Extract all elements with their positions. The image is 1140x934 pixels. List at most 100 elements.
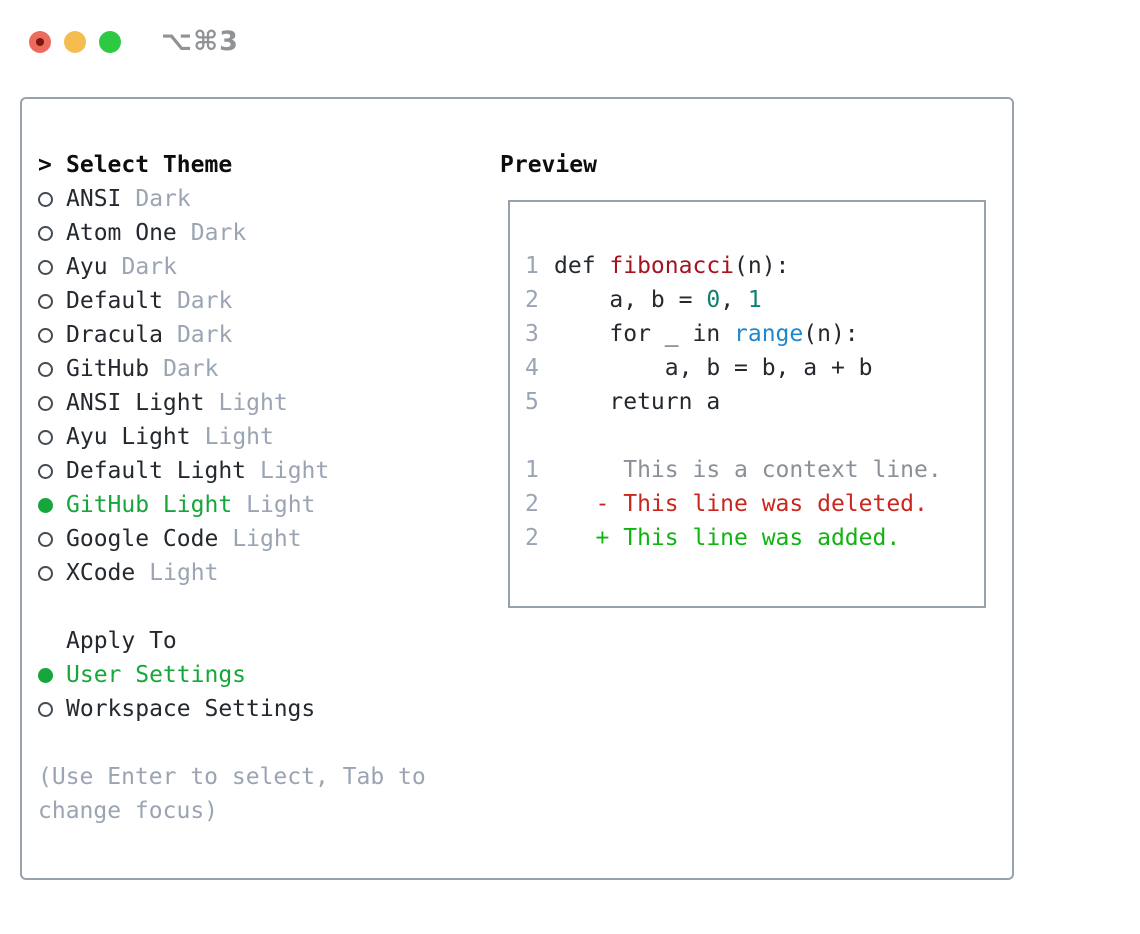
code-segment-code: a, b = b, a + b: [554, 355, 873, 381]
maximize-button[interactable]: [99, 30, 121, 53]
code-line: 2 - This line was deleted.: [525, 487, 984, 521]
theme-option[interactable]: Google Code Light: [38, 522, 426, 556]
radio-icon: [38, 429, 66, 445]
radio-icon: [38, 259, 66, 275]
theme-name: ANSI: [66, 186, 122, 212]
spacer: [38, 590, 426, 624]
theme-variant: Light: [218, 390, 288, 416]
radio-unselected-icon: [38, 395, 53, 411]
code-line: 5 return a: [525, 385, 984, 419]
code-segment-added: + This line was added.: [554, 525, 901, 551]
radio-unselected-icon: [38, 429, 53, 445]
keyboard-hint: (Use Enter to select, Tab to change focu…: [38, 764, 426, 824]
line-number: 1: [525, 253, 539, 279]
theme-option[interactable]: Default Light Light: [38, 454, 426, 488]
radio-icon: [38, 497, 66, 513]
radio-unselected-icon: [38, 191, 53, 207]
code-line: 4 a, b = b, a + b: [525, 351, 984, 385]
line-number: 5: [525, 389, 539, 415]
line-number: 1: [525, 457, 539, 483]
code-segment-code: a, b =: [554, 287, 707, 313]
theme-option[interactable]: Atom One Dark: [38, 216, 426, 250]
radio-unselected-icon: [38, 463, 53, 479]
code-segment-code: def: [554, 253, 610, 279]
code-segment-deleted: - This line was deleted.: [554, 491, 928, 517]
theme-option[interactable]: ANSI Dark: [38, 182, 426, 216]
theme-variant: Light: [246, 492, 316, 518]
radio-unselected-icon: [38, 361, 53, 377]
code-segment-context: This is a context line.: [554, 457, 942, 483]
theme-variant: Dark: [135, 186, 191, 212]
radio-selected-icon: [38, 667, 53, 683]
radio-icon: [38, 395, 66, 411]
line-number: 3: [525, 321, 539, 347]
theme-name: Default: [66, 288, 163, 314]
radio-icon: [38, 531, 66, 547]
window-title-shortcut: ⌥⌘3: [161, 26, 239, 57]
radio-unselected-icon: [38, 327, 53, 343]
radio-unselected-icon: [38, 701, 53, 717]
theme-name: GitHub Light: [66, 492, 233, 518]
apply-to-option-label: User Settings: [66, 662, 247, 688]
radio-unselected-icon: [38, 225, 53, 241]
theme-name: Google Code: [66, 526, 219, 552]
theme-name: Ayu: [66, 254, 108, 280]
radio-unselected-icon: [38, 293, 53, 309]
code-segment-code: return a: [554, 389, 721, 415]
theme-variant: Dark: [190, 220, 247, 246]
line-number: 2: [525, 491, 539, 517]
theme-option[interactable]: GitHub Light Light: [38, 488, 426, 522]
minimize-button[interactable]: [64, 30, 86, 53]
theme-variant: Dark: [163, 356, 219, 382]
apply-to-option[interactable]: Workspace Settings: [38, 692, 426, 726]
code-line: 3 for _ in range(n):: [525, 317, 984, 351]
radio-icon: [38, 293, 66, 309]
spacer: [38, 726, 426, 760]
code-segment-function: fibonacci: [609, 253, 735, 279]
apply-to-option[interactable]: User Settings: [38, 658, 426, 692]
theme-variant: Dark: [176, 322, 233, 348]
theme-option[interactable]: Ayu Dark: [38, 250, 426, 284]
radio-icon: [38, 327, 66, 343]
theme-name: Dracula: [66, 322, 163, 348]
radio-selected-icon: [38, 497, 53, 513]
theme-variant: Dark: [176, 288, 233, 314]
code-line: 2 + This line was added.: [525, 521, 984, 555]
theme-name: XCode: [66, 560, 136, 586]
code-segment-number: 0: [706, 287, 721, 313]
cursor-prefix-icon: >: [38, 152, 52, 178]
apply-to-heading-label: Apply To: [66, 628, 177, 654]
unsaved-dot-icon: [36, 37, 44, 46]
radio-unselected-icon: [38, 259, 53, 275]
code-segment-code: ,: [720, 287, 748, 313]
radio-icon: [38, 565, 66, 581]
code-segment-number: 1: [747, 287, 762, 313]
code-segment-builtin: range: [734, 321, 804, 347]
preview-box: 1 def fibonacci (n): 2 a, b = 0, 1 3 for _ i…: [508, 200, 986, 608]
select-theme-heading: >Select Theme: [38, 148, 426, 182]
theme-variant: Dark: [121, 254, 177, 280]
radio-unselected-icon: [38, 565, 53, 581]
code-line: [525, 419, 984, 453]
theme-variant: Light: [232, 526, 302, 552]
theme-name: Ayu Light: [66, 424, 191, 450]
line-number: 4: [525, 355, 539, 381]
close-button[interactable]: [29, 30, 51, 53]
code-segment-code: for _ in: [554, 321, 735, 347]
radio-icon: [38, 701, 66, 717]
theme-option[interactable]: Dracula Dark: [38, 318, 426, 352]
theme-option[interactable]: Default Dark: [38, 284, 426, 318]
theme-name: Default Light: [66, 458, 247, 484]
theme-variant: Light: [260, 458, 330, 484]
preview-heading: Preview: [500, 152, 597, 178]
code-segment-code: (n):: [803, 321, 859, 347]
theme-name: Atom One: [66, 220, 177, 246]
